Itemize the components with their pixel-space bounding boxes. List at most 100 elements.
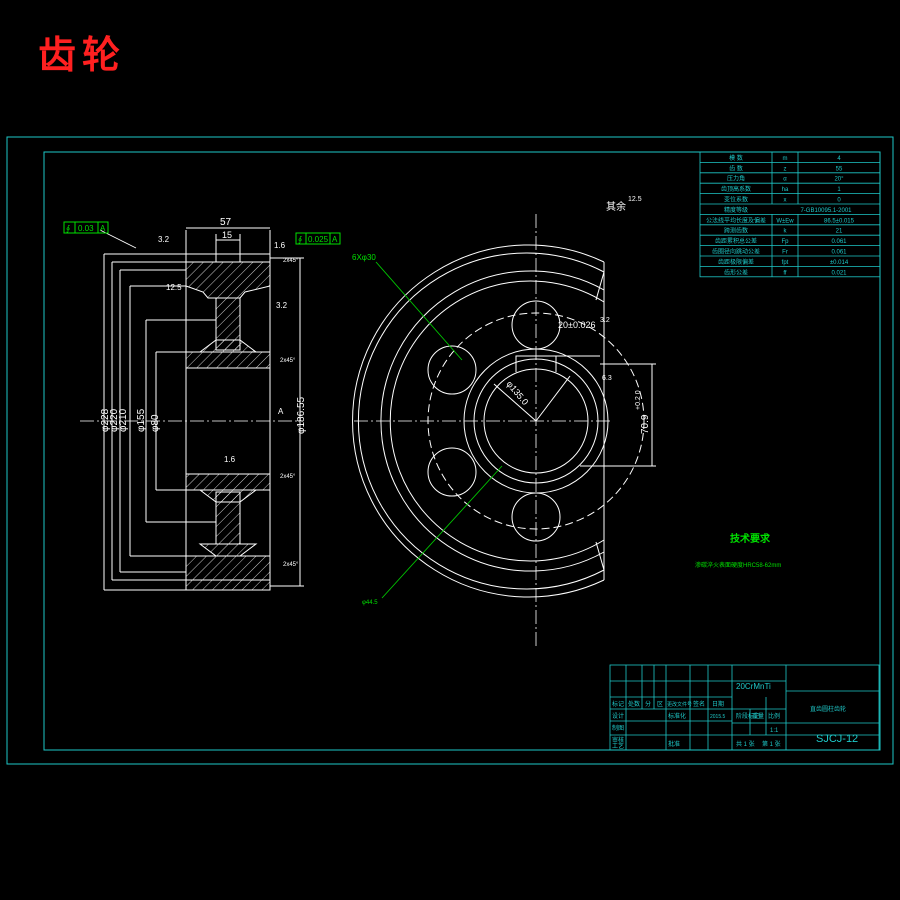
param-name: 精度等级 [724,206,748,214]
sym-roughness: 6.3 [602,375,612,382]
others-label: 其余 [606,200,626,213]
row-draw: 制图 [612,724,624,732]
th-count: 处数 [628,700,640,708]
keyway-roughness: 3.2 [600,317,610,324]
th-part: 分 [645,700,651,708]
param-value: 4 [837,156,841,162]
param-name: 压力角 [727,175,745,183]
param-name: 变位系数 [724,196,748,204]
param-value: 0 [837,198,841,204]
part-name: 直齿圆柱齿轮 [810,705,846,713]
front-view [352,214,656,646]
param-value: 0.021 [831,270,847,276]
dim-d228: φ228 [100,408,111,432]
param-symbol: W±Ew [776,218,794,224]
roughness-mid: 1.6 [224,455,236,464]
bore-dim: φ135.0 [504,379,530,407]
dim-d220: φ220 [109,408,120,432]
param-symbol: α [783,177,787,183]
param-value: 86.5±0.015 [824,218,855,224]
svg-text:0.03: 0.03 [78,224,94,233]
tolerance-box-left: ∮ 0.03 A [63,221,109,234]
tolerance-box-right: ∮ 0.025 A [295,232,341,245]
row-design: 设计 [612,712,624,720]
param-name: 齿 数 [729,164,743,172]
dim-hub: 15 [222,230,232,240]
param-value: 0.061 [831,239,847,245]
dim-bore: φ186.55 [296,396,307,434]
param-value: 20° [834,177,844,183]
param-value: 21 [836,229,843,235]
pcd-callout: φ44.5 [362,600,378,606]
depth-dim: 70.9 [640,414,651,434]
row-review: 审核 [612,736,624,744]
svg-text:∮: ∮ [66,224,70,233]
param-name: 齿距累积总公差 [715,237,757,245]
sheet-number: 第 1 张 [762,740,781,748]
parameter-table: 模 数 m 4 齿 数 z 55 压力角 α 20° 齿顶高系数 ha 1 变位系数 x 0 精度等级 7-GB… [699,151,881,278]
dim-width: 57 [220,217,232,228]
th-date: 日期 [712,700,724,708]
standardize-label: 标准化 [668,712,686,720]
param-symbol: ff [783,270,787,276]
param-symbol: Fp [781,239,789,245]
roughness-right: 1.6 [274,241,286,250]
page-title: 齿轮 [38,32,127,77]
scale-value: 1:1 [770,728,779,734]
param-name: 齿圈径向跳动公差 [712,248,760,256]
tech-note: 渗碳淬火表面硬度HRC58-62mm [695,561,781,569]
svg-text:0.025: 0.025 [308,235,329,244]
chamfer-1: 2x45° [283,258,299,264]
keyway-dim: 20±0.026 [558,320,595,330]
holes-callout: 6Xφ30 [352,253,376,262]
param-symbol: z [784,166,787,172]
svg-text:A: A [100,224,106,233]
inner-frame [43,151,881,751]
sheets-total: 共 1 张 [736,740,755,748]
param-name: 齿形公差 [724,268,748,276]
param-value: 55 [836,166,843,172]
th-zone: 区 [657,701,663,708]
param-symbol: m [783,156,788,162]
weight-label: 重量 [752,712,764,720]
date-value: 2015.5 [710,714,726,720]
th-sign: 签名 [693,700,705,708]
param-symbol: k [784,229,788,235]
param-value: 1 [837,187,841,193]
param-value: 7-GB10095.1-2001 [800,208,852,214]
approve-label: 批准 [668,740,680,748]
tech-heading: 技术要求 [730,532,771,545]
param-name: 齿顶高系数 [721,185,751,193]
roughness-face: 12.5 [166,283,182,292]
chamfer-4: 2x45° [283,562,299,568]
param-symbol: fpt [782,260,789,266]
dim-d210: φ210 [118,408,129,432]
param-value: ±0.014 [830,260,849,266]
scale-label: 比例 [768,712,780,720]
roughness-top: 3.2 [158,235,170,244]
others-roughness: 12.5 [628,196,642,203]
chamfer-3: 2x45° [280,474,296,480]
param-name: 公法线平均长度及偏差 [706,216,766,224]
title-block [609,664,880,751]
row-process: 工艺 [612,742,624,750]
section-view [80,227,304,591]
outer-frame [6,136,894,765]
param-name: 跨测齿数 [724,227,748,235]
datum-label: A [278,407,284,416]
param-value: 0.061 [831,250,847,256]
stage-label: 阶段标记 [736,712,760,720]
param-symbol: x [784,198,787,204]
roughness-side: 3.2 [276,301,288,310]
depth-tol: +0.2 0 [635,390,642,410]
th-mark: 标记 [612,700,624,708]
param-name: 模 数 [729,154,743,162]
material: 20CrMnTi [736,682,771,691]
drawing-number: SJCJ-12 [816,733,858,745]
th-change-no: 更改文件号 [667,701,692,708]
param-symbol: ha [782,187,789,193]
svg-text:∮: ∮ [298,235,302,244]
dim-d80: φ80 [150,414,161,432]
chamfer-2: 2x45° [280,358,296,364]
